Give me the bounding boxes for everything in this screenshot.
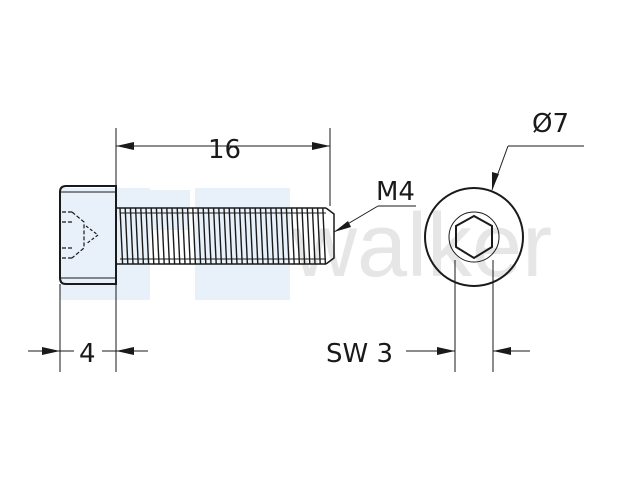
thread-crest: [233, 207, 238, 265]
thread-crest: [171, 207, 176, 265]
thread-crest: [150, 207, 155, 265]
thread-crest: [290, 207, 295, 265]
thread-crest: [223, 207, 228, 265]
thread-crest: [197, 207, 202, 265]
thread-crest: [176, 207, 181, 265]
thread-crest: [207, 207, 212, 265]
thread-crest: [145, 207, 150, 265]
dimension-socket-size: SW 3: [326, 339, 530, 369]
dim-length-label: 16: [208, 135, 241, 165]
thread-crest: [270, 207, 275, 265]
thread-crest: [259, 207, 264, 265]
dimension-head-height: 4: [28, 284, 148, 372]
thread-crest: [218, 207, 223, 265]
thread-crest: [181, 207, 186, 265]
thread-crest: [202, 207, 207, 265]
thread-crest: [275, 207, 280, 265]
thread-crest: [254, 207, 259, 265]
thread-crest: [119, 207, 124, 265]
thread-crest: [166, 207, 171, 265]
thread-crest: [249, 207, 254, 265]
thread-label: M4: [376, 177, 415, 207]
thread-crest: [124, 207, 129, 265]
thread-crest: [285, 207, 290, 265]
thread-crest: [244, 207, 249, 265]
thread-crest: [212, 207, 217, 265]
thread-callout: M4: [333, 177, 416, 233]
thread-crest: [301, 207, 306, 265]
hidden-socket-lines: [62, 211, 99, 259]
diameter-label: Ø7: [532, 109, 569, 139]
watermark: walker: [60, 188, 552, 300]
thread-crest: [134, 207, 139, 265]
watermark-block-3: [195, 188, 290, 300]
socket-size-label: SW 3: [326, 339, 393, 369]
thread-crest: [311, 207, 316, 265]
screw-head-end-view: [424, 187, 524, 372]
diameter-callout: Ø7: [491, 109, 584, 191]
thread-crest: [316, 207, 321, 265]
thread-crest: [140, 207, 145, 265]
dimension-length: 16: [115, 128, 331, 206]
thread-crest: [264, 207, 269, 265]
threaded-shaft: [116, 207, 335, 265]
thread-crest: [306, 207, 311, 265]
thread-crest: [228, 207, 233, 265]
thread-crest: [155, 207, 160, 265]
thread-crest: [238, 207, 243, 265]
thread-crest: [186, 207, 191, 265]
thread-crest: [322, 207, 327, 265]
thread-crest: [192, 207, 197, 265]
thread-crest: [160, 207, 165, 265]
thread-crest: [129, 207, 134, 265]
thread-lines: [119, 207, 327, 265]
thread-crest: [280, 207, 285, 265]
watermark-block-2: [130, 190, 190, 230]
dim-head-height-label: 4: [79, 339, 96, 369]
thread-crest: [296, 207, 301, 265]
